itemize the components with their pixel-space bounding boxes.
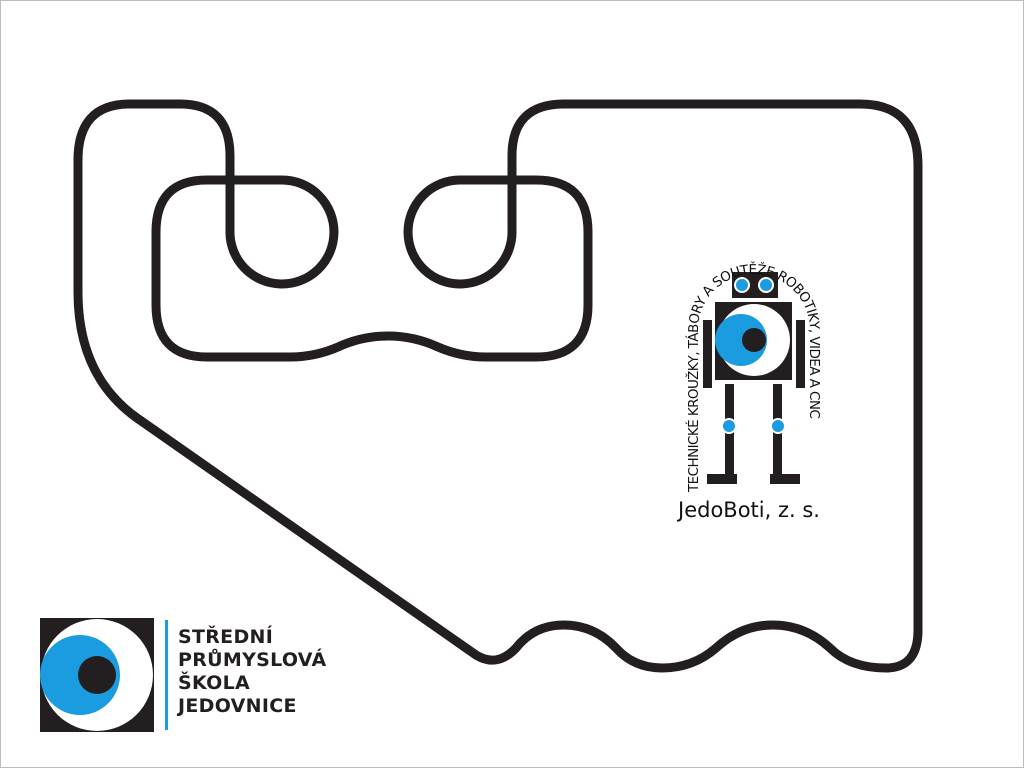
robot-body-pupil: [742, 328, 766, 352]
robot-left-knee: [721, 418, 737, 434]
robot-icon: [703, 272, 805, 484]
school-name: STŘEDNÍ PRŮMYSLOVÁ ŠKOLA JEDOVNICE: [178, 626, 327, 718]
robot-right-knee: [770, 418, 786, 434]
school-name-line-2: PRŮMYSLOVÁ: [178, 649, 327, 671]
robot-right-arm: [796, 320, 805, 388]
school-name-line-4: JEDOVNICE: [178, 695, 297, 717]
robot-right-foot: [770, 474, 800, 484]
outer-track-line: [73, 99, 923, 673]
school-name-line-3: ŠKOLA: [178, 672, 251, 694]
robot-right-eye: [758, 277, 774, 293]
school-logo-divider: [165, 620, 168, 730]
club-name: JedoBoti, z. s.: [678, 498, 820, 522]
school-name-line-1: STŘEDNÍ: [178, 626, 274, 648]
robot-left-arm: [703, 320, 712, 388]
robot-body-iris: [715, 314, 767, 366]
school-eye-logo-icon: [40, 618, 154, 732]
robot-left-foot: [707, 474, 737, 484]
robot-left-eye: [734, 277, 750, 293]
school-logo-pupil: [78, 656, 116, 694]
